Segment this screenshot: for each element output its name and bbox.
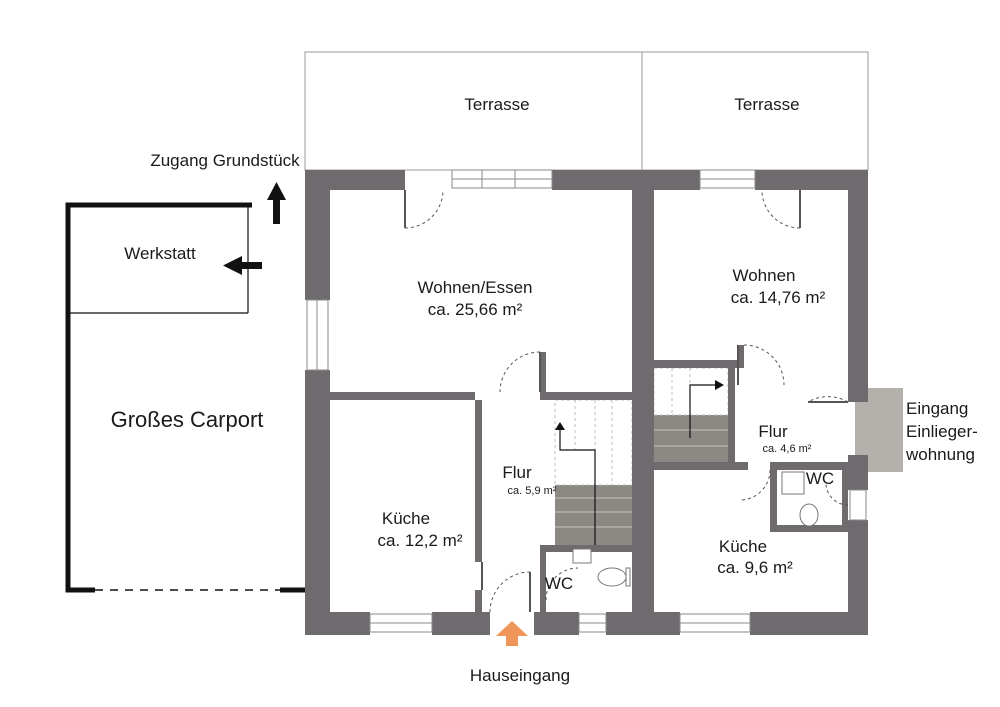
window [849, 489, 867, 521]
access-arrow-icon [267, 182, 286, 224]
hall-left-name: Flur [502, 463, 532, 482]
wc-fixtures [572, 471, 819, 587]
toilet-icon [799, 503, 819, 527]
toilet-icon [597, 567, 627, 587]
terrace-right-label: Terrasse [734, 95, 799, 114]
kitchen-left-name: Küche [382, 509, 430, 528]
stairs-right [653, 367, 729, 462]
sink-icon [572, 548, 592, 564]
door-swings [404, 189, 849, 613]
kitchen-left-area: ca. 12,2 m² [377, 531, 462, 550]
living-right-area: ca. 14,76 m² [731, 288, 826, 307]
access-label: Zugang Grundstück [150, 151, 300, 170]
granny-entrance-label-2: Einlieger- [906, 422, 978, 441]
living-dining-name: Wohnen/Essen [418, 278, 533, 297]
workshop-arrow-icon [223, 256, 262, 275]
windows [306, 169, 867, 633]
stairs-left [554, 399, 633, 545]
terrace-left-label: Terrasse [464, 95, 529, 114]
granny-entrance-label-3: wohnung [905, 445, 975, 464]
main-entrance-arrow-icon [496, 621, 528, 646]
carport-structure [65, 202, 305, 593]
hall-right-name: Flur [758, 422, 788, 441]
sink-icon [781, 471, 805, 495]
wc-left-label: WC [545, 574, 573, 593]
living-right-name: Wohnen [732, 266, 795, 285]
kitchen-right-area: ca. 9,6 m² [717, 558, 793, 577]
carport-wall [65, 202, 252, 593]
hall-left-area: ca. 5,9 m² [508, 485, 557, 497]
main-entrance-label: Hauseingang [470, 666, 570, 685]
labels: Terrasse Terrasse Zugang Grundstück Werk… [111, 95, 978, 685]
kitchen-right-name: Küche [719, 537, 767, 556]
living-dining-area: ca. 25,66 m² [428, 300, 523, 319]
workshop-label: Werkstatt [124, 244, 196, 263]
carport-label: Großes Carport [111, 407, 264, 432]
walls [305, 170, 868, 635]
hall-right-area: ca. 4,6 m² [763, 443, 812, 455]
granny-entrance-label-1: Eingang [906, 399, 968, 418]
wc-right-label: WC [806, 469, 834, 488]
